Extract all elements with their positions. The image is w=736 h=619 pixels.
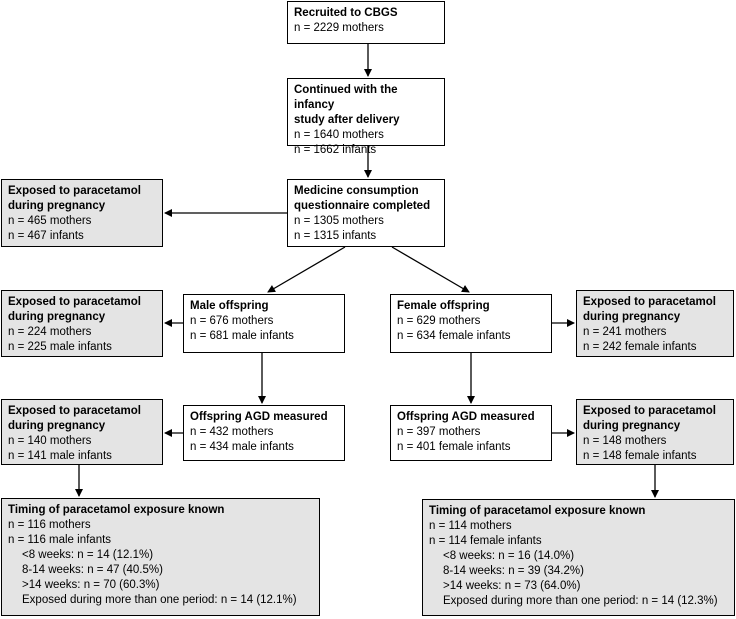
exposed-agd-male-title-line-2: during pregnancy bbox=[8, 420, 106, 432]
timing-male-infants: n = 116 male infants bbox=[8, 534, 112, 546]
timing-male-multi: Exposed during more than one period: n =… bbox=[22, 594, 297, 606]
male-offspring-box: Male offspring n = 676 mothers n = 681 m… bbox=[183, 294, 345, 353]
recruited-box: Recruited to CBGS n = 2229 mothers bbox=[287, 1, 445, 44]
exposed-male-title-line-2: during pregnancy bbox=[8, 311, 106, 323]
timing-female-8-14: 8-14 weeks: n = 39 (34.2%) bbox=[443, 565, 584, 577]
continued-title-line-2: study after delivery bbox=[294, 114, 400, 126]
timing-male-8-14: 8-14 weeks: n = 47 (40.5%) bbox=[22, 564, 163, 576]
male-offspring-infants: n = 681 male infants bbox=[190, 330, 294, 342]
agd-male-mothers: n = 432 mothers bbox=[190, 426, 274, 438]
questionnaire-title-line-2: questionnaire completed bbox=[294, 200, 431, 212]
continued-infants: n = 1662 infants bbox=[294, 144, 377, 156]
questionnaire-box: Medicine consumption questionnaire compl… bbox=[287, 179, 445, 247]
timing-male-lt8: <8 weeks: n = 14 (12.1%) bbox=[22, 549, 154, 561]
timing-female-lt8: <8 weeks: n = 16 (14.0%) bbox=[443, 550, 575, 562]
exposed-female-title-line-2: during pregnancy bbox=[583, 311, 681, 323]
exposed-agd-male-box: Exposed to paracetamol during pregnancy … bbox=[1, 399, 163, 465]
continued-box: Continued with the infancy study after d… bbox=[287, 78, 445, 156]
agd-male-box: Offspring AGD measured n = 432 mothers n… bbox=[183, 405, 345, 461]
agd-male-title: Offspring AGD measured bbox=[190, 411, 328, 423]
exposed-male-box: Exposed to paracetamol during pregnancy … bbox=[1, 290, 163, 357]
female-offspring-box: Female offspring n = 629 mothers n = 634… bbox=[390, 294, 552, 353]
exposed-agd-female-title-line-1: Exposed to paracetamol bbox=[583, 405, 716, 417]
continued-mothers: n = 1640 mothers bbox=[294, 129, 384, 141]
exposed-all-mothers: n = 465 mothers bbox=[8, 215, 92, 227]
arrow-questionnaire-to-female bbox=[391, 246, 470, 293]
timing-female-multi: Exposed during more than one period: n =… bbox=[443, 595, 718, 607]
timing-male-title: Timing of paracetamol exposure known bbox=[8, 504, 225, 516]
female-offspring-infants: n = 634 female infants bbox=[397, 330, 511, 342]
agd-female-box: Offspring AGD measured n = 397 mothers n… bbox=[390, 405, 552, 461]
agd-female-mothers: n = 397 mothers bbox=[397, 426, 481, 438]
exposed-female-infants: n = 242 female infants bbox=[583, 341, 697, 353]
exposed-male-title-line-1: Exposed to paracetamol bbox=[8, 296, 141, 308]
exposed-all-title-line-1: Exposed to paracetamol bbox=[8, 185, 141, 197]
exposed-male-mothers: n = 224 mothers bbox=[8, 326, 92, 338]
agd-female-infants: n = 401 female infants bbox=[397, 441, 511, 453]
timing-female-title: Timing of paracetamol exposure known bbox=[429, 505, 646, 517]
continued-title-line-1: Continued with the infancy bbox=[294, 84, 398, 111]
timing-female-infants: n = 114 female infants bbox=[429, 535, 542, 547]
exposed-agd-male-infants: n = 141 male infants bbox=[8, 450, 112, 462]
female-offspring-mothers: n = 629 mothers bbox=[397, 315, 481, 327]
exposed-all-title-line-2: during pregnancy bbox=[8, 200, 106, 212]
exposed-agd-female-mothers: n = 148 mothers bbox=[583, 435, 667, 447]
agd-female-title: Offspring AGD measured bbox=[397, 411, 535, 423]
exposed-all-box: Exposed to paracetamol during pregnancy … bbox=[1, 179, 163, 247]
questionnaire-title-line-1: Medicine consumption bbox=[294, 185, 419, 197]
timing-male-gt14: >14 weeks: n = 70 (60.3%) bbox=[22, 579, 160, 591]
exposed-female-mothers: n = 241 mothers bbox=[583, 326, 667, 338]
exposed-male-infants: n = 225 male infants bbox=[8, 341, 112, 353]
timing-male-box: Timing of paracetamol exposure known n =… bbox=[1, 498, 320, 616]
exposed-agd-male-title-line-1: Exposed to paracetamol bbox=[8, 405, 141, 417]
timing-female-mothers: n = 114 mothers bbox=[429, 520, 512, 532]
female-offspring-title: Female offspring bbox=[397, 300, 490, 312]
questionnaire-mothers: n = 1305 mothers bbox=[294, 215, 384, 227]
arrow-questionnaire-to-male bbox=[267, 246, 346, 293]
recruited-title: Recruited to CBGS bbox=[294, 7, 398, 19]
exposed-female-box: Exposed to paracetamol during pregnancy … bbox=[576, 290, 734, 357]
questionnaire-infants: n = 1315 infants bbox=[294, 230, 377, 242]
exposed-agd-female-box: Exposed to paracetamol during pregnancy … bbox=[576, 399, 734, 465]
timing-female-box: Timing of paracetamol exposure known n =… bbox=[422, 499, 735, 616]
timing-female-gt14: >14 weeks: n = 73 (64.0%) bbox=[443, 580, 581, 592]
agd-male-infants: n = 434 male infants bbox=[190, 441, 294, 453]
exposed-agd-male-mothers: n = 140 mothers bbox=[8, 435, 92, 447]
exposed-agd-female-title-line-2: during pregnancy bbox=[583, 420, 681, 432]
timing-male-mothers: n = 116 mothers bbox=[8, 519, 91, 531]
recruited-mothers: n = 2229 mothers bbox=[294, 22, 384, 34]
male-offspring-title: Male offspring bbox=[190, 300, 269, 312]
exposed-all-infants: n = 467 infants bbox=[8, 230, 84, 242]
exposed-agd-female-infants: n = 148 female infants bbox=[583, 450, 697, 462]
exposed-female-title-line-1: Exposed to paracetamol bbox=[583, 296, 716, 308]
male-offspring-mothers: n = 676 mothers bbox=[190, 315, 274, 327]
